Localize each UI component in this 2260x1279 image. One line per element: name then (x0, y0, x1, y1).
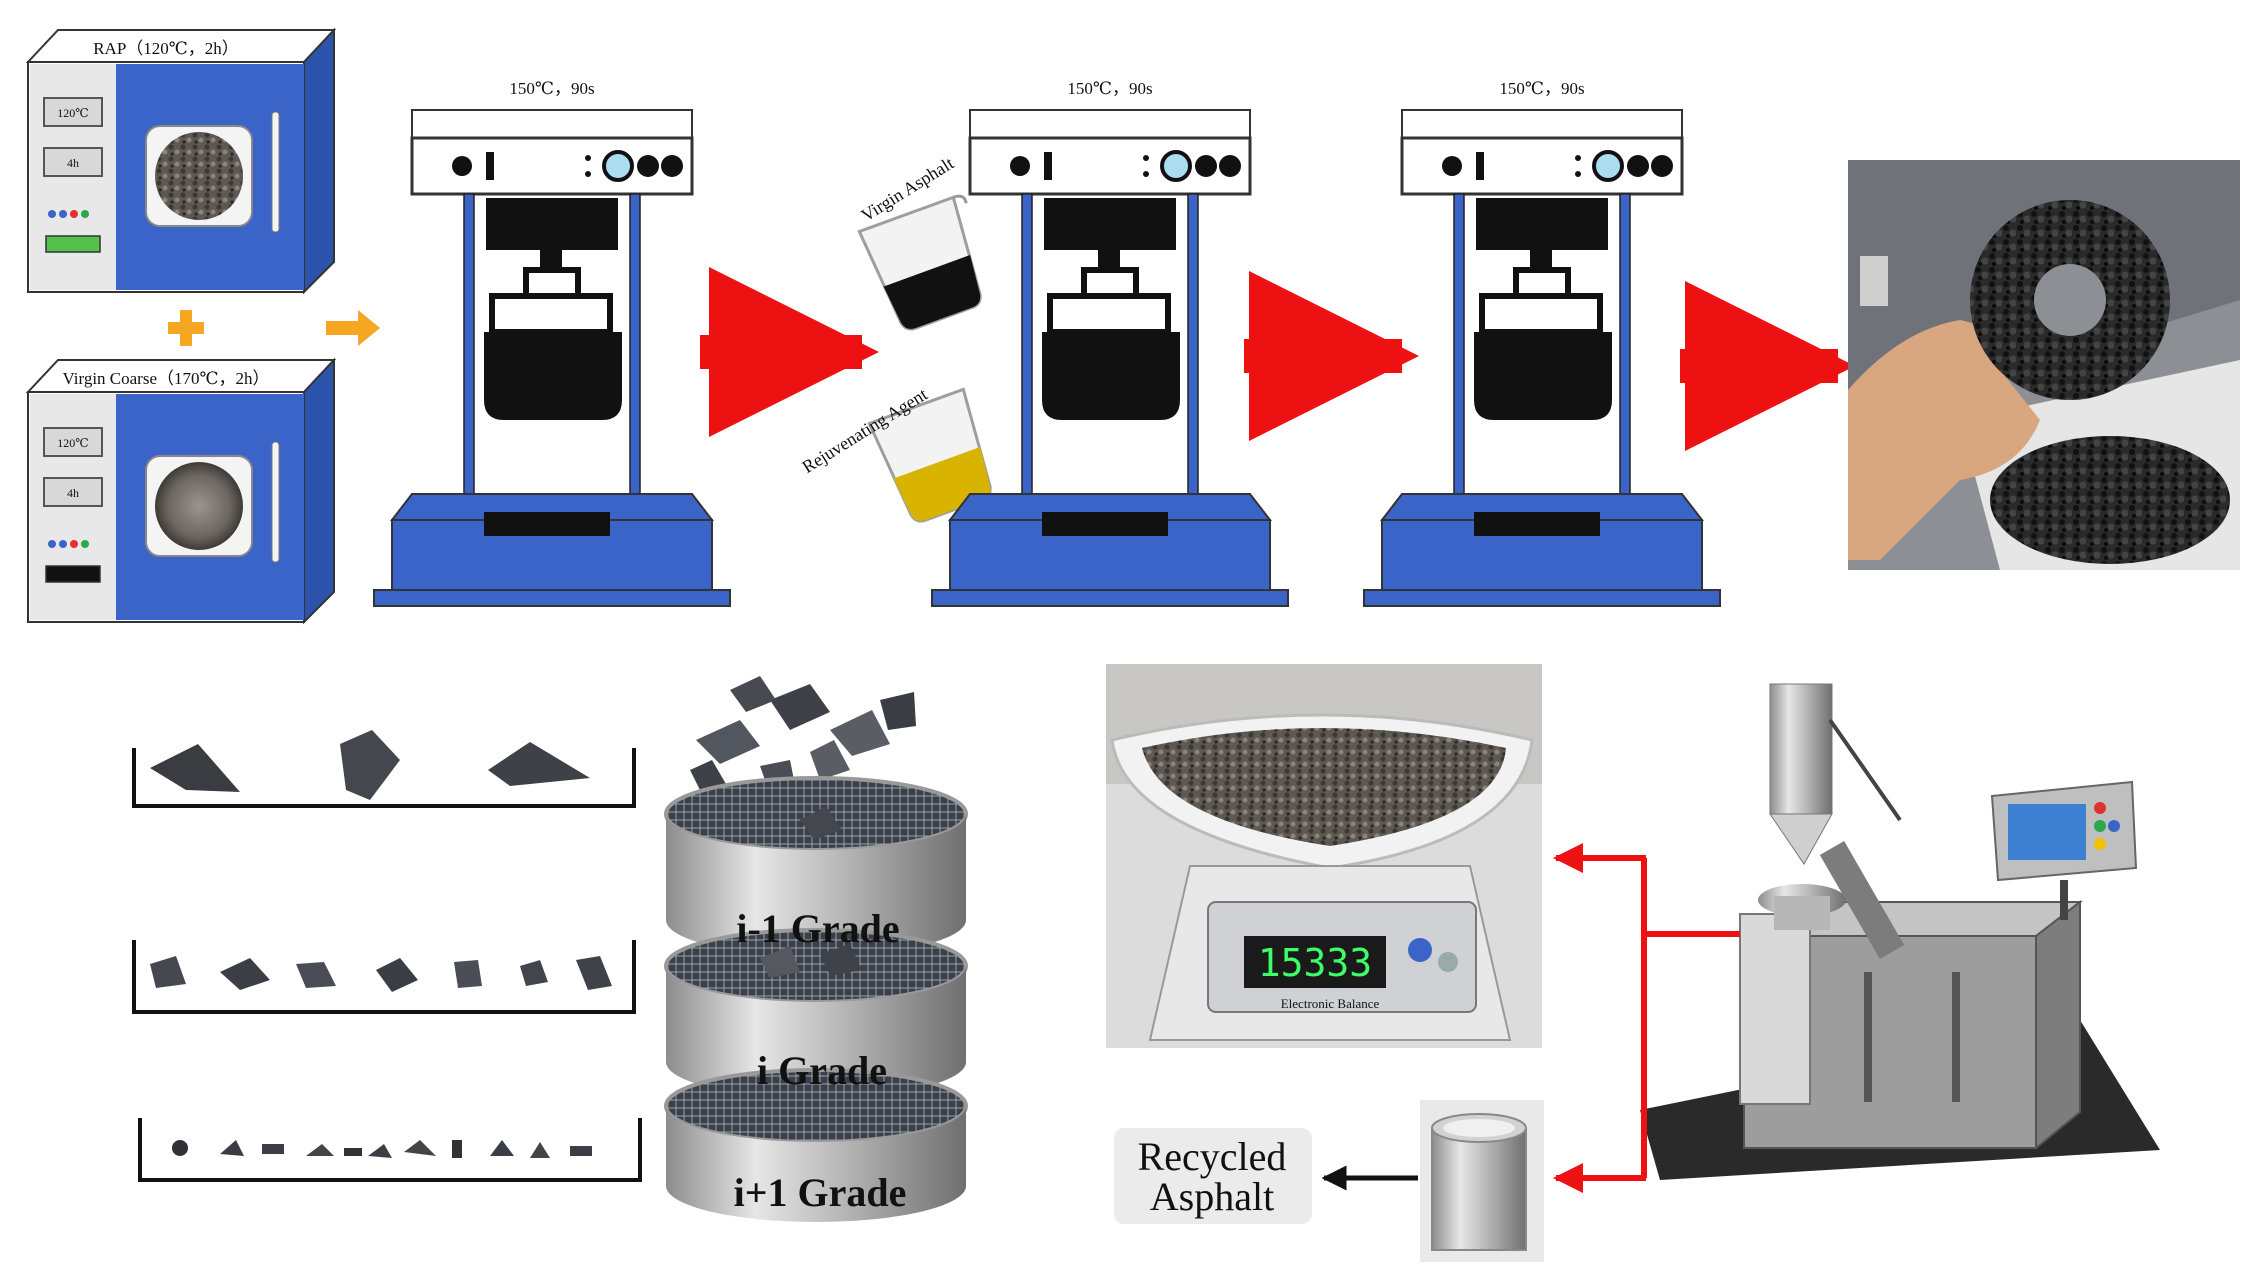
sieve-grade-label: i Grade (757, 1048, 887, 1093)
oven-temp-display (43, 427, 103, 457)
scale-brand: Electronic Balance (1281, 996, 1380, 1011)
oven-time-display (43, 477, 103, 507)
oven-temp-display (43, 97, 103, 127)
svg-text:120℃: 120℃ (57, 106, 88, 120)
recycled-asphalt-label: Recycled Asphalt (1114, 1128, 1312, 1224)
mixer-3: 150℃，90s (1363, 79, 1721, 607)
mixer-2: 150℃，90s (931, 79, 1289, 607)
orange-arrow-icon (326, 310, 380, 346)
mixer-label: 150℃，90s (1499, 79, 1584, 98)
svg-text:4h: 4h (67, 156, 79, 170)
mixer-label: 150℃，90s (509, 79, 594, 98)
sieve-tray-coarse (132, 730, 636, 808)
rap-oven-title: RAP（120℃，2h） (93, 39, 239, 58)
mixer-label: 150℃，90s (1067, 79, 1152, 98)
sieve-grade-label: i+1 Grade (734, 1170, 907, 1215)
oven-time-display (43, 147, 103, 177)
asphalt-ring-photo (1848, 160, 2240, 570)
svg-text:4h: 4h (67, 486, 79, 500)
rap-oven: 120℃ 4h RAP（120℃，2h） (25, 27, 337, 295)
virgin-coarse-sample-image (155, 462, 243, 550)
sieve-stack: i-1 Grade i Grade i+1 Grade (664, 676, 968, 1222)
scale-reading: 15333 (1258, 941, 1372, 985)
virgin-coarse-oven: 120℃ 4h Virgin Coarse（170℃，2h） (25, 357, 337, 625)
plus-icon (168, 310, 204, 346)
svg-text:Recycled: Recycled (1138, 1134, 1287, 1179)
electronic-balance-photo: 15333 Electronic Balance (1106, 664, 1542, 1048)
red-connector-lines (1553, 843, 1740, 1193)
tin-can-photo (1420, 1100, 1544, 1262)
svg-text:120℃: 120℃ (57, 436, 88, 450)
sieve-grade-label: i-1 Grade (736, 906, 899, 951)
svg-text:Asphalt: Asphalt (1150, 1174, 1274, 1219)
rap-sample-image (155, 132, 243, 220)
sieve-tray-fine (138, 1118, 642, 1182)
virgin-oven-title: Virgin Coarse（170℃，2h） (62, 369, 269, 388)
mixer-1: 150℃，90s (373, 79, 731, 607)
sieve-tray-medium (132, 940, 636, 1014)
asphalt-extraction-machine-photo (1640, 683, 2160, 1180)
